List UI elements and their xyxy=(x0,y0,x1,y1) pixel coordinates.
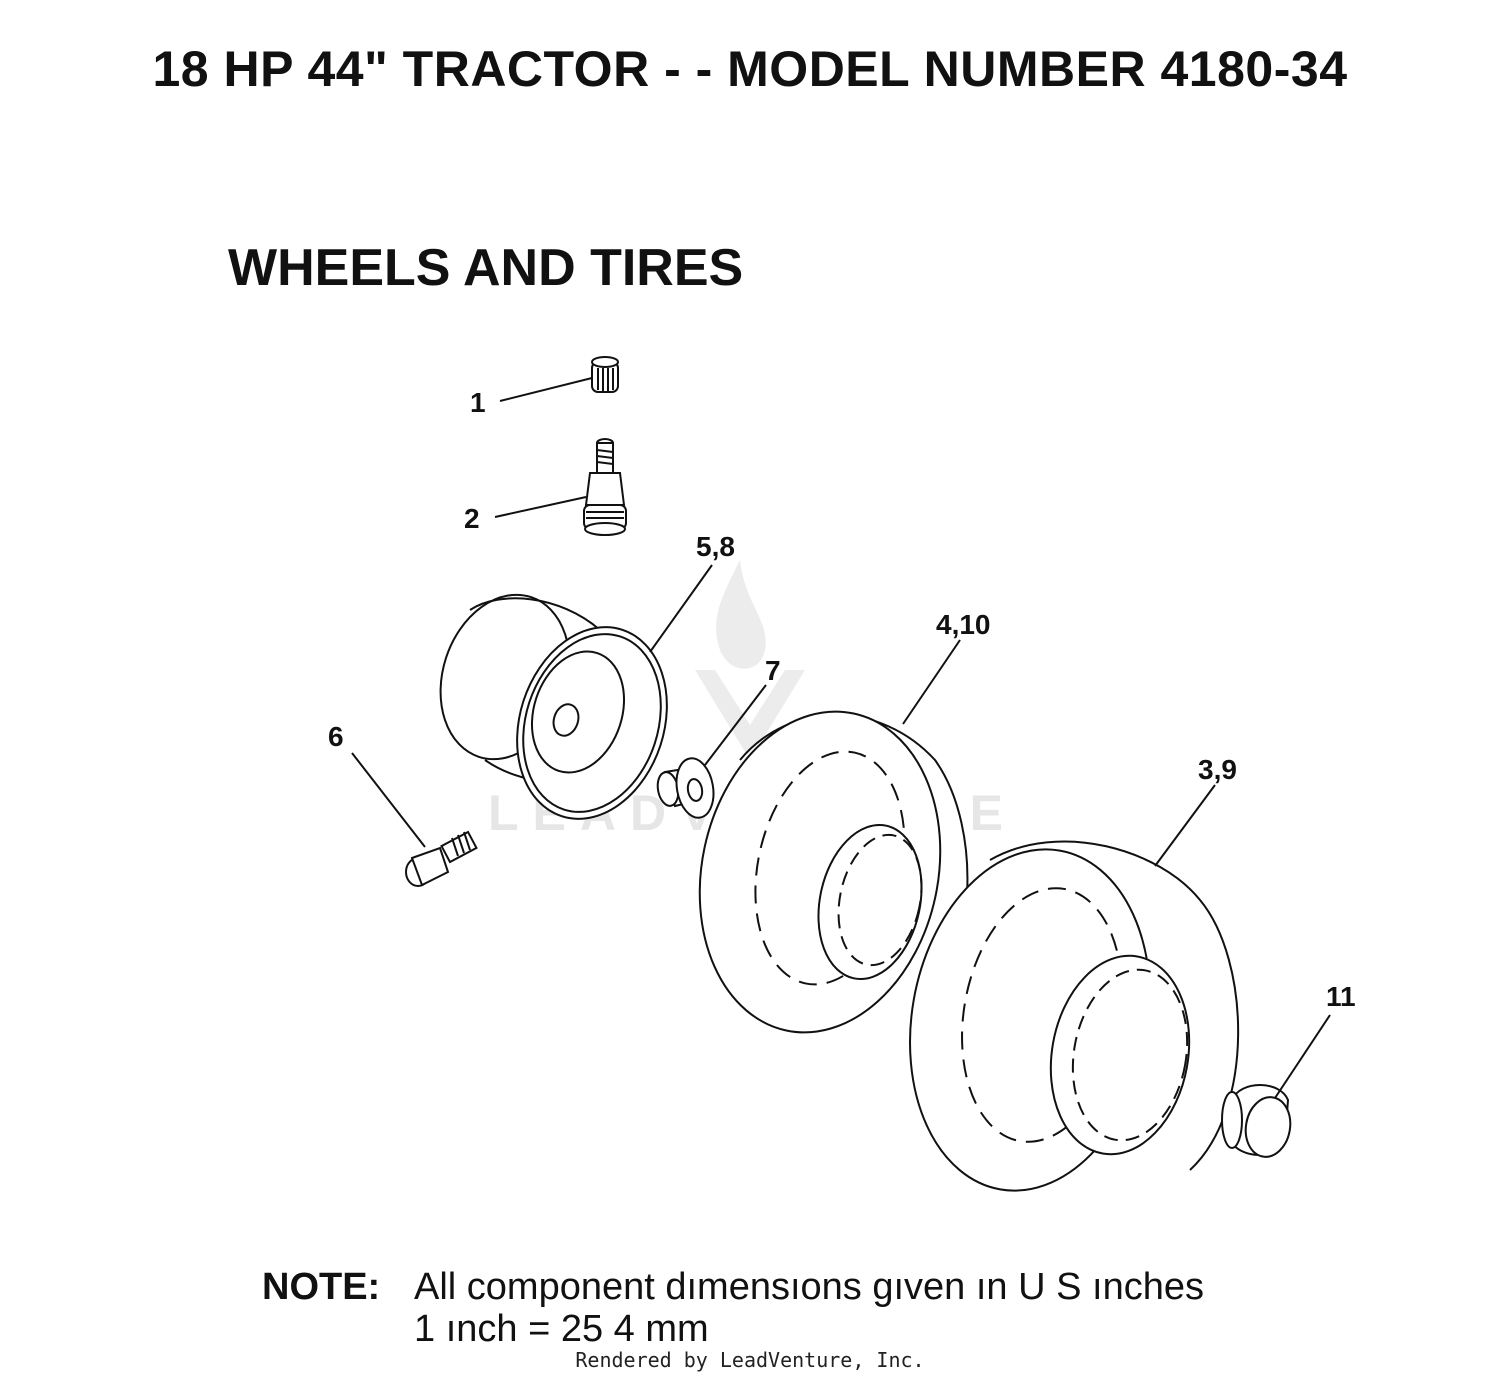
callout-6: 6 xyxy=(328,721,344,752)
hub-cap-part xyxy=(1221,1084,1292,1158)
callout-11: 11 xyxy=(1326,981,1356,1012)
note-line-1: All component dımensıons gıven ın U S ın… xyxy=(414,1266,1204,1308)
callout-7: 7 xyxy=(765,655,781,686)
leader-line-11 xyxy=(1274,1014,1331,1099)
grease-fitting-part xyxy=(405,830,478,887)
leader-line-39 xyxy=(1154,784,1216,867)
dimension-note: NOTE: All component dımensıons gıven ın U… xyxy=(262,1266,1204,1350)
callout-1: 1 xyxy=(470,387,486,418)
callout-3-9: 3,9 xyxy=(1198,754,1237,785)
leader-line-410 xyxy=(902,639,961,725)
valve-cap-part xyxy=(591,356,619,393)
leader-line-6 xyxy=(351,752,426,848)
callout-5-8: 5,8 xyxy=(696,531,735,562)
note-line-2: 1 ınch = 25 4 mm xyxy=(414,1308,709,1350)
rim-part xyxy=(439,593,668,820)
note-label: NOTE: xyxy=(262,1266,381,1308)
leader-line-7 xyxy=(704,684,767,766)
render-credit-text: Rendered by LeadVenture, Inc. xyxy=(575,1348,925,1372)
callout-2: 2 xyxy=(464,503,480,534)
callout-4-10: 4,10 xyxy=(936,609,991,640)
rear-tire-part xyxy=(909,840,1240,1192)
front-tire-part xyxy=(698,710,969,1034)
spacer-part xyxy=(656,757,715,819)
leader-line-1 xyxy=(499,377,593,402)
valve-stem-part xyxy=(583,438,627,536)
page-title: 18 HP 44" TRACTOR - - MODEL NUMBER 4180-… xyxy=(152,41,1348,97)
render-credit: Rendered by LeadVenture, Inc. xyxy=(0,1348,1500,1372)
leader-line-58 xyxy=(649,564,713,653)
section-title: WHEELS AND TIRES xyxy=(228,239,744,297)
v-watermark-icon xyxy=(695,670,805,760)
leader-line-2 xyxy=(494,496,587,518)
flame-watermark-icon xyxy=(716,560,766,669)
